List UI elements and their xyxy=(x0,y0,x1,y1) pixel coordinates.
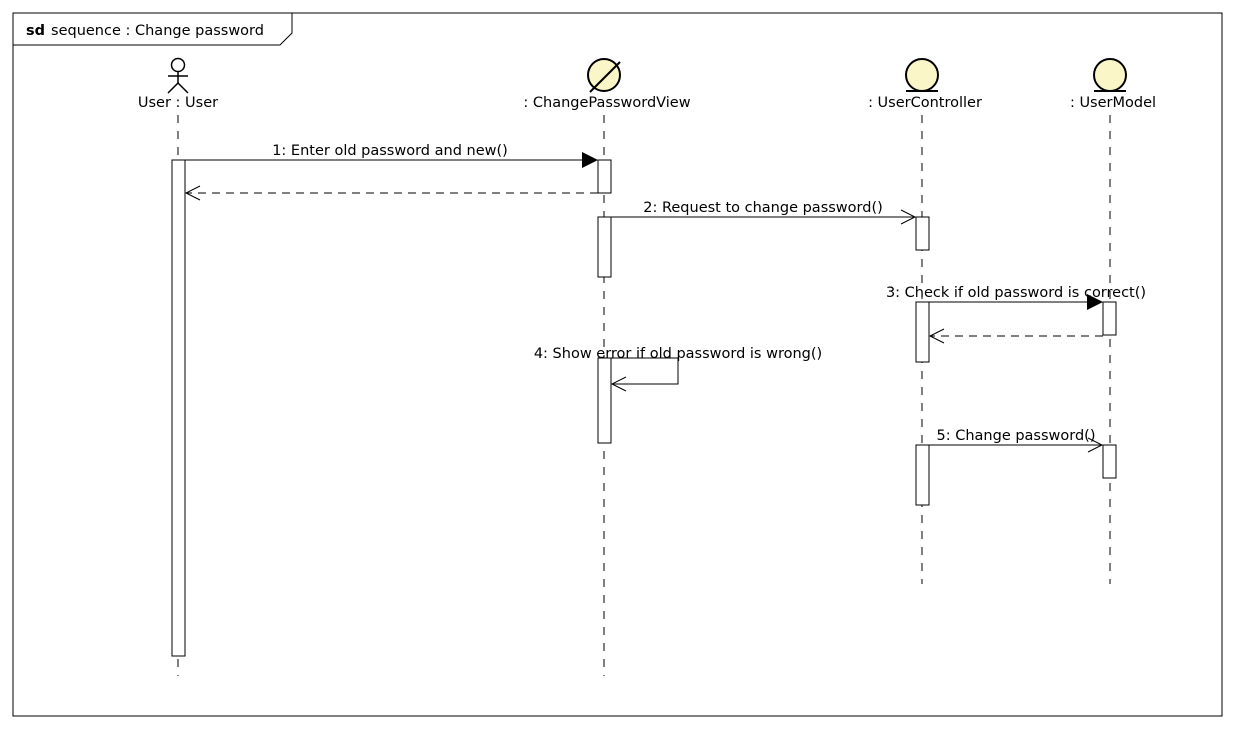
frame-keyword: sd xyxy=(26,23,45,39)
lifeline-model: : UserModel xyxy=(1070,58,1156,584)
open-arrowhead xyxy=(900,209,917,225)
activation-controller-2 xyxy=(915,301,930,363)
activation-model-2 xyxy=(1102,444,1117,479)
message-3-label: 3: Check if old password is correct() xyxy=(886,285,1146,301)
activation-controller-3 xyxy=(915,444,930,506)
lifeline-view-label: : ChangePasswordView xyxy=(523,95,690,111)
message-return-2 xyxy=(928,328,1103,344)
actor-icon xyxy=(167,57,189,94)
message-return-1 xyxy=(184,185,598,201)
frame-label-box xyxy=(13,13,293,46)
open-arrowhead xyxy=(184,185,201,201)
open-arrowhead xyxy=(928,328,945,344)
activation-controller-1 xyxy=(915,216,930,251)
entity-object-icon xyxy=(1093,58,1127,92)
filled-arrowhead xyxy=(1087,294,1103,310)
activation-view-1 xyxy=(597,159,612,194)
activation-user xyxy=(171,159,186,657)
activation-view-2 xyxy=(597,216,612,278)
boundary-object-icon xyxy=(587,58,621,93)
diagram-frame xyxy=(12,12,1223,717)
open-arrowhead xyxy=(610,376,627,392)
frame-name: sequence : Change password xyxy=(51,23,264,39)
message-4-label: 4: Show error if old password is wrong() xyxy=(534,346,822,362)
message-1-label: 1: Enter old password and new() xyxy=(272,143,508,159)
message-4: 4: Show error if old password is wrong() xyxy=(534,346,822,392)
message-2-label: 2: Request to change password() xyxy=(643,200,883,216)
frame-title: sd sequence : Change password xyxy=(26,23,264,39)
activation-view-3 xyxy=(597,357,612,444)
lifeline-user-label: User : User xyxy=(138,95,218,111)
lifeline-controller-label: : UserController xyxy=(868,95,982,111)
lifeline-model-label: : UserModel xyxy=(1070,95,1156,111)
message-5-label: 5: Change password() xyxy=(937,428,1096,444)
filled-arrowhead xyxy=(582,152,598,168)
message-3: 3: Check if old password is correct() xyxy=(886,285,1146,310)
activation-model-1 xyxy=(1102,301,1117,336)
lifeline-view: : ChangePasswordView xyxy=(523,58,691,676)
control-object-icon xyxy=(905,58,939,92)
lifeline-controller: : UserController xyxy=(868,58,982,584)
open-arrowhead xyxy=(1087,437,1104,453)
message-2: 2: Request to change password() xyxy=(611,200,917,225)
message-5: 5: Change password() xyxy=(929,428,1104,453)
message-1: 1: Enter old password and new() xyxy=(185,143,598,168)
